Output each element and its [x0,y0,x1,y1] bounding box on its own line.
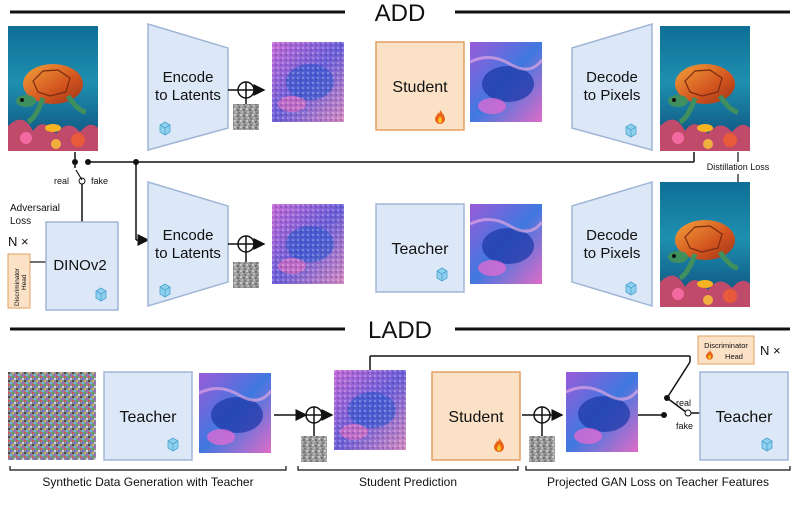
teacher-box-ladd-features [699,371,789,461]
student-box-add [375,41,465,131]
noise-square-top [233,104,259,130]
ice-cube-icon [436,267,448,282]
n-times-label-ladd: N × [760,343,781,358]
noise-square-ladd-2 [529,436,555,462]
discriminator-label-add-line1: Discriminator [14,267,21,306]
caption-bracket-gan [525,466,791,471]
switch-arm-add [75,169,83,181]
dinov2-label: DINOv2 [53,257,106,274]
caption-bracket-student [297,466,519,471]
noise-square-ladd-1 [301,436,327,462]
ladd-section-title: LADD [368,317,432,344]
adversarial-loss-line2: Loss [10,216,31,227]
student-decoded-turtle-image [660,26,750,151]
decode-label-line2-top: to Pixels [584,87,641,104]
n-times-label-add: N × [8,234,29,249]
synthetic-latent-image [197,371,273,455]
discriminator-label-ladd-line2: Head [725,352,743,361]
distillation-loss-label: Distillation Loss [707,162,770,172]
teacher-label-ladd-features: Teacher [716,409,774,426]
ice-cube-icon [625,281,637,296]
teacher-decoded-turtle-image [660,182,750,307]
encode-label-line2-top: to Latents [155,87,221,104]
fake-label-ladd: fake [676,421,693,431]
discriminator-head-box-ladd [697,335,755,365]
decode-label-line2-bottom: to Pixels [584,245,641,262]
ice-cube-icon [159,121,171,136]
circle-plus-icon [305,406,323,424]
add-section-title: ADD [375,0,426,27]
student-output-latent-image [468,40,544,124]
fake-label-add: fake [91,176,108,186]
circle-plus-icon [237,81,255,99]
noise-square-bottom [233,262,259,288]
student-box-ladd [431,371,521,461]
real-label-ladd: real [676,398,691,408]
noisy-latent-image-ladd [334,370,406,450]
encode-to-latents-trapezoid-top [147,22,229,151]
ice-cube-icon [625,123,637,138]
teacher-label-ladd-generation: Teacher [120,409,178,426]
switch-pivot-ladd [684,409,692,417]
ice-cube-icon [159,283,171,298]
junction-dot-input [72,159,78,165]
wire-real-to-switch [666,361,691,399]
teacher-box-add [375,203,465,293]
student-label-ladd: Student [448,409,504,426]
junction-dot-fake [661,412,667,418]
ice-cube-icon [95,287,107,302]
student-output-latent-ladd [564,370,640,454]
random-noise-image [8,372,96,460]
caption-student: Student Prediction [359,475,457,489]
switch-arm-ladd [666,397,687,413]
teacher-label-add: Teacher [392,241,450,258]
circle-plus-icon [237,235,255,253]
caption-synthetic: Synthetic Data Generation with Teacher [42,475,253,489]
student-label-add: Student [392,79,448,96]
discriminator-label-add-line2: Head [21,274,28,290]
input-turtle-image [8,26,98,151]
junction-dot-distill-left [85,159,91,165]
decode-label-line1-top: Decode [586,69,638,86]
decode-label-line1-bottom: Decode [586,227,638,244]
caption-gan: Projected GAN Loss on Teacher Features [547,475,769,489]
noisy-latent-image-top [272,42,344,122]
encode-label-line1-bottom: Encode [163,227,214,244]
decode-to-pixels-trapezoid-bottom [571,180,653,308]
ice-cube-icon [167,437,179,452]
encode-label-line1-top: Encode [163,69,214,86]
teacher-output-latent-image [468,202,544,286]
noisy-latent-image-bottom [272,204,344,284]
caption-bracket-synthetic [9,466,287,471]
encode-to-latents-trapezoid-bottom [147,180,229,308]
ice-cube-icon [761,437,773,452]
discriminator-head-box-add [7,253,31,309]
encode-label-line2-bottom: to Latents [155,245,221,262]
adversarial-loss-line1: Adversarial [10,203,60,214]
circle-plus-icon [533,406,551,424]
real-label-add: real [54,176,69,186]
decode-to-pixels-trapezoid-top [571,22,653,151]
discriminator-label-ladd-line1: Discriminator [704,341,748,350]
